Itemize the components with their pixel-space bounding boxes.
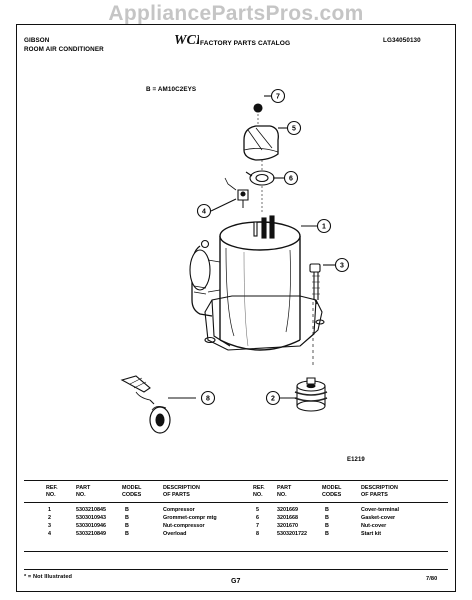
callout-2: 2 xyxy=(265,390,281,406)
part-no: 5303210849 xyxy=(76,531,106,537)
wci-logo: WCI xyxy=(174,33,199,47)
model-code: B xyxy=(125,515,129,521)
table-bottom-rule xyxy=(24,551,448,552)
ref-no: 5 xyxy=(256,507,259,513)
compressor-grommet xyxy=(294,377,328,412)
page-frame xyxy=(16,24,456,592)
part-no: 3201669 xyxy=(277,507,298,513)
model-code: B xyxy=(325,507,329,513)
svg-text:2: 2 xyxy=(271,396,275,403)
model-code: B xyxy=(325,531,329,537)
svg-text:4: 4 xyxy=(202,209,206,216)
part-description: Nut-compressor xyxy=(163,523,205,529)
ref-no: 6 xyxy=(256,515,259,521)
ref-no: 7 xyxy=(256,523,259,529)
accumulator-tube xyxy=(189,239,221,317)
part-no: 5303201722 xyxy=(277,531,307,537)
callout-7: 7 xyxy=(270,88,286,104)
svg-text:3: 3 xyxy=(340,263,344,270)
ref-no: 2 xyxy=(48,515,51,521)
watermark: AppliancePartsPros.com xyxy=(108,2,364,25)
svg-text:6: 6 xyxy=(289,176,293,183)
page-number: G7 xyxy=(231,578,241,585)
part-no: 5303210845 xyxy=(76,507,106,513)
header-ref-no: REF.NO. xyxy=(46,485,58,498)
ref-no: 8 xyxy=(256,531,259,537)
part-no: 3201668 xyxy=(277,515,298,521)
compressor-terminals xyxy=(253,215,275,239)
model-code: B xyxy=(125,531,129,537)
callout-3: 3 xyxy=(334,257,350,273)
part-description: Gasket-cover xyxy=(361,515,396,521)
ref-no: 1 xyxy=(48,507,51,513)
figure-id: E1219 xyxy=(347,457,365,463)
cover-nut xyxy=(253,103,263,124)
ref-no: 4 xyxy=(48,531,51,537)
part-description: Grommet-compr mtg xyxy=(163,515,217,521)
document-number: LG34050130 xyxy=(383,37,421,44)
model-line: B = AM10C2EYS xyxy=(146,86,197,93)
brand-name: GIBSON xyxy=(24,37,50,44)
callout-4: 4 xyxy=(196,203,212,219)
overload xyxy=(224,177,249,208)
callout-5: 5 xyxy=(286,120,302,136)
part-description: Compressor xyxy=(163,507,195,513)
model-code: B xyxy=(125,507,129,513)
compressor-shell xyxy=(219,221,301,351)
model-code: B xyxy=(325,523,329,529)
svg-text:5: 5 xyxy=(292,126,296,133)
ref-no: 3 xyxy=(48,523,51,529)
terminal-cover xyxy=(243,125,279,161)
compressor-bolt xyxy=(309,263,321,305)
table-header-rule xyxy=(24,502,448,503)
svg-text:8: 8 xyxy=(206,396,210,403)
model-code: B xyxy=(325,515,329,521)
catalog-title: FACTORY PARTS CATALOG xyxy=(200,40,291,47)
part-description: Start kit xyxy=(361,531,382,537)
product-type: ROOM AIR CONDITIONER xyxy=(24,46,104,53)
svg-text:1: 1 xyxy=(322,224,326,231)
callout-8: 8 xyxy=(200,390,216,406)
part-description: Overload xyxy=(163,531,187,537)
svg-text:7: 7 xyxy=(276,94,280,101)
footnote: * = Not Illustrated xyxy=(24,574,73,580)
callout-1: 1 xyxy=(316,218,332,234)
model-code: B xyxy=(125,523,129,529)
part-description: Cover-terminal xyxy=(361,507,400,513)
table-top-rule xyxy=(24,480,448,481)
callouts: 1 2 3 4 5 6 7 8 xyxy=(196,88,350,406)
start-kit xyxy=(120,375,171,434)
part-description: Nut-cover xyxy=(361,523,387,529)
header-ref-no: REF.NO. xyxy=(253,485,265,498)
part-no: 5303010946 xyxy=(76,523,106,529)
callout-6: 6 xyxy=(283,170,299,186)
part-no: 5303010943 xyxy=(76,515,106,521)
svg-text:WCI: WCI xyxy=(174,33,199,47)
date-code: 7/80 xyxy=(426,576,438,582)
footer-rule xyxy=(24,569,448,570)
compressor-base-plate xyxy=(204,295,325,351)
part-no: 3201670 xyxy=(277,523,298,529)
